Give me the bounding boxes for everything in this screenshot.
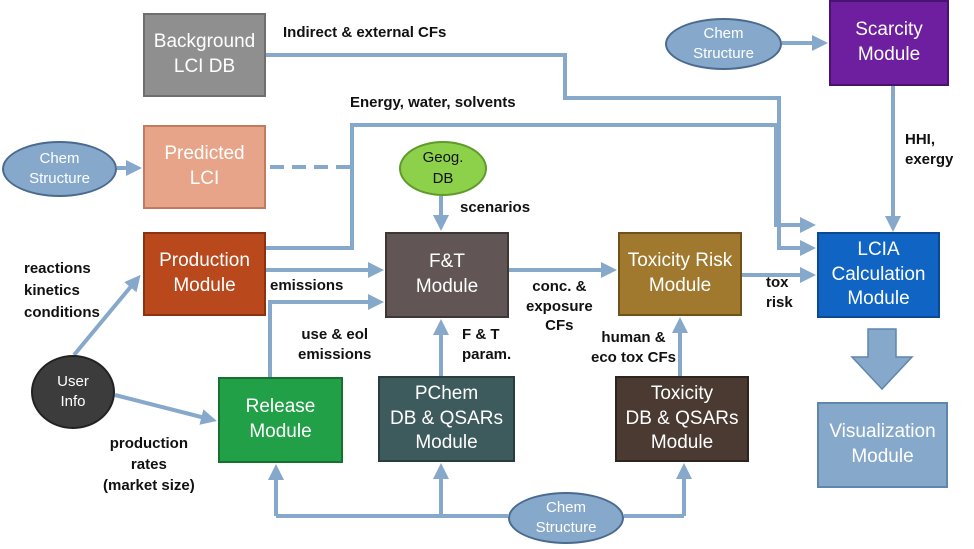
lcia-calculation-module-box: LCIA Calculation Module [817, 232, 940, 318]
tox-risk-label: tox risk [766, 274, 793, 311]
geog-db-ellipse: Geog. DB [399, 141, 487, 196]
production-module-box: Production Module [143, 232, 266, 316]
predicted-lci-box: Predicted LCI [143, 125, 266, 209]
toxicity-db-module-box: Toxicity DB & QSARs Module [615, 376, 749, 462]
toxicity-risk-module-box: Toxicity Risk Module [618, 232, 742, 316]
ft-param-label: F & T param. [462, 326, 512, 363]
arrow-userinfo-to-release [114, 393, 217, 425]
arrow-release-to-ft [268, 294, 384, 377]
hhi-exergy-label: HHI, exergy [905, 131, 954, 168]
arrow-background-to-lcia [266, 53, 816, 256]
background-lci-db-box: Background LCI DB [143, 13, 266, 97]
arrow-lcia-to-visualization [850, 328, 914, 391]
arrow-userinfo-to-production [72, 274, 141, 357]
human-eco-tox-cfs-label: human & eco tox CFs [591, 329, 677, 366]
chem-structure-top-ellipse: Chem Structure [665, 18, 782, 70]
indirect-external-cfs-label: Indirect & external CFs [283, 24, 447, 41]
use-eol-emissions-label: use & eol emissions [298, 326, 372, 363]
visualization-module-box: Visualization Module [817, 402, 948, 488]
scenarios-label: scenarios [460, 199, 531, 216]
chem-structure-left-ellipse: Chem Structure [2, 141, 117, 197]
ft-module-box: F&T Module [385, 232, 509, 318]
release-module-box: Release Module [218, 377, 343, 463]
production-rates-label: production rates (market size) [103, 435, 195, 494]
conc-exposure-cfs-label: conc. & exposure CFs [526, 278, 593, 334]
chem-structure-bottom-ellipse: Chem Structure [508, 492, 624, 544]
arrow-production-to-lcia [266, 123, 816, 250]
scarcity-module-box: Scarcity Module [829, 0, 949, 86]
reactions-kinetics-conditions-label: reactions kinetics conditions [24, 260, 100, 321]
pchem-module-box: PChem DB & QSARs Module [378, 376, 515, 462]
user-info-ellipse: User Info [31, 355, 115, 429]
emissions-label: emissions [270, 277, 344, 294]
energy-water-solvents-label: Energy, water, solvents [350, 94, 516, 111]
